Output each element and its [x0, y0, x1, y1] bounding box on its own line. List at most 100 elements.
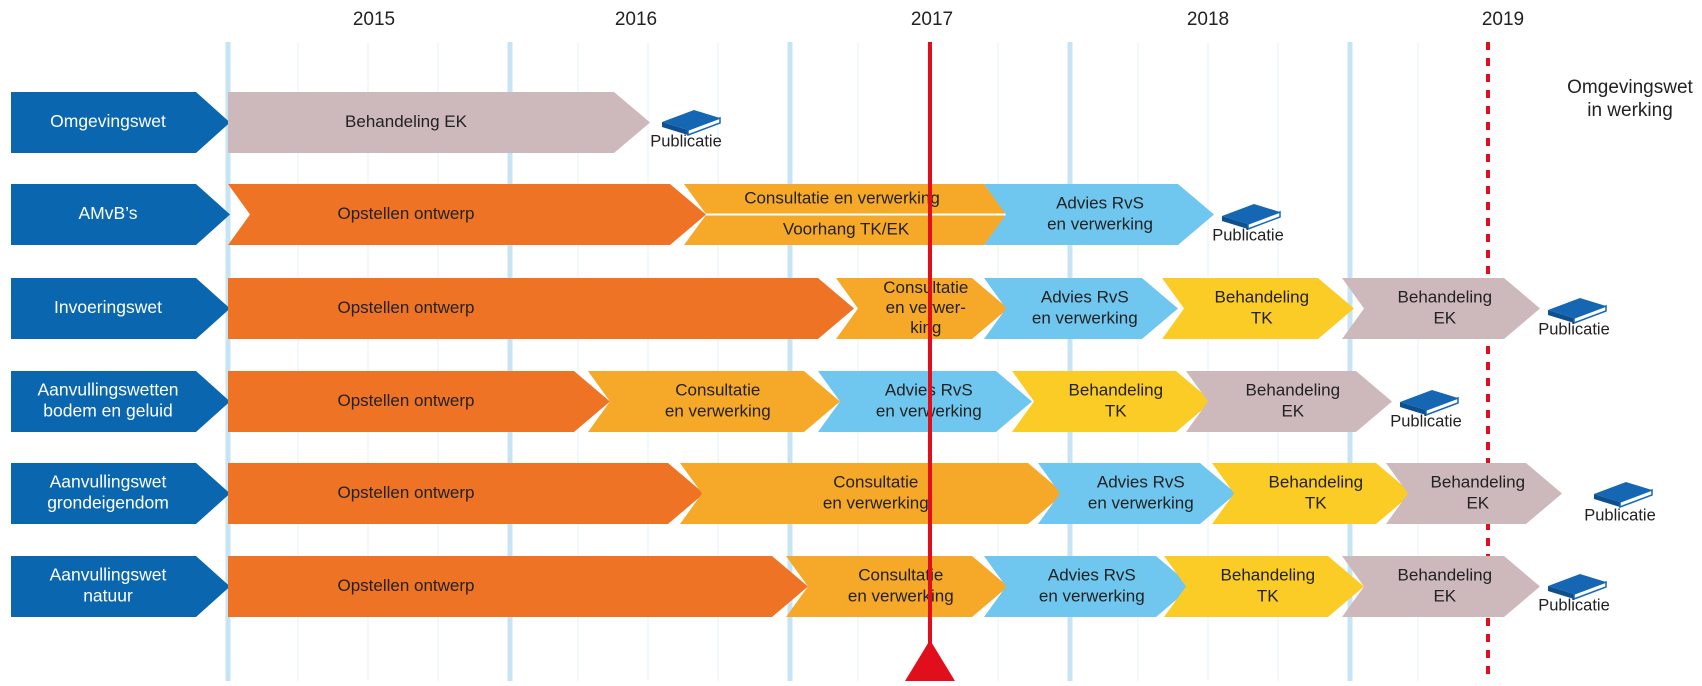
phase-behandeling_ek [1186, 371, 1392, 432]
year-gridline [507, 42, 513, 681]
phase-text: Behandeling [1398, 565, 1493, 584]
phase-text: EK [1466, 493, 1489, 512]
phase-text: TK [1305, 493, 1327, 512]
phase-text: TK [1251, 308, 1273, 327]
phase-text: EK [1433, 308, 1456, 327]
row-label-text: Aanvullingswetten [37, 380, 178, 400]
phase-text: en verwerking [665, 401, 771, 420]
phase-text: Behandeling [1398, 287, 1493, 306]
book-cover [1222, 204, 1280, 224]
book-spine [1594, 494, 1620, 507]
phase-text: TK [1105, 401, 1127, 420]
phase-text: en verwerking [848, 586, 954, 605]
book-spine [1400, 402, 1426, 415]
phase-text: Consultatie [858, 565, 943, 584]
phase-advies [984, 278, 1178, 339]
book-icon [662, 110, 721, 137]
phase-opstellen [228, 278, 854, 339]
phase-text: TK [1257, 586, 1279, 605]
row-label-shape [11, 278, 230, 339]
year-label: 2016 [615, 9, 657, 30]
phase-text: Behandeling EK [345, 112, 468, 131]
phase-text: Behandeling [1431, 472, 1526, 491]
phase-text: en verwerking [823, 493, 929, 512]
year-gridline [1347, 42, 1353, 681]
year-gridline [1067, 42, 1073, 681]
phase-text: en verwer- [886, 298, 966, 317]
phase-text: EK [1433, 586, 1456, 605]
publication-label: Publicatie [1538, 596, 1610, 614]
book-pages [1247, 210, 1281, 231]
row-label-shape [11, 463, 230, 524]
phase-text: Consultatie en verwerking [744, 188, 940, 207]
book-icon [1400, 390, 1459, 417]
phase-behandeling_ek [228, 92, 650, 153]
book-icon [1548, 574, 1607, 601]
milestone-label-line: in werking [1587, 100, 1673, 121]
phase-opstellen [228, 184, 706, 245]
phase-voorhang [684, 215, 1006, 245]
phase-text: en verwerking [1088, 493, 1194, 512]
phase-opstellen [228, 556, 808, 617]
book-pages [1619, 488, 1653, 509]
book-cover [1548, 574, 1606, 594]
phase-text: Opstellen ontwerp [337, 483, 474, 502]
phase-behandeling_ek [1342, 556, 1540, 617]
book-icon [1594, 482, 1653, 509]
phase-text: Consultatie [883, 278, 968, 297]
book-pages [1573, 304, 1607, 325]
phase-text: Opstellen ontwerp [337, 204, 474, 223]
publication-label: Publicatie [1212, 226, 1284, 244]
publication-label: Publicatie [650, 132, 722, 150]
phase-behandeling_tk [1012, 371, 1212, 432]
phase-advies [984, 556, 1192, 617]
row-label-shape [11, 371, 230, 432]
row-label-text: Aanvullingswet [50, 472, 167, 492]
year-gridline [225, 42, 231, 681]
row-label-text: natuur [83, 586, 133, 606]
row-label-text: AMvB’s [79, 203, 138, 223]
phase-behandeling_tk [1212, 463, 1412, 524]
book-spine [1548, 310, 1574, 323]
book-pages [1573, 580, 1607, 601]
phase-text: Advies RvS [1041, 287, 1129, 306]
phase-consultatie [588, 371, 840, 432]
phase-opstellen [228, 371, 610, 432]
row-label: Omgevingswet [11, 92, 230, 153]
phase-consultatie [684, 184, 1006, 214]
book-icon [1222, 204, 1281, 231]
phase-text: Opstellen ontwerp [337, 391, 474, 410]
phase-text: Advies RvS [1056, 193, 1144, 212]
phase-text: Consultatie [833, 472, 918, 491]
book-spine [662, 122, 688, 135]
phase-text: Behandeling [1215, 287, 1310, 306]
phase-behandeling_ek [1386, 463, 1562, 524]
publication-label: Publicatie [1390, 412, 1462, 430]
publication-label: Publicatie [1584, 506, 1656, 524]
row-label-text: grondeigendom [47, 493, 169, 513]
row-2: AMvB’s Opstellen ontwerp Consultatie en ve… [11, 184, 1284, 245]
phase-behandeling_ek [1342, 278, 1540, 339]
today-marker [905, 640, 955, 681]
row-label-text: Omgevingswet [50, 111, 166, 131]
phase-advies [984, 184, 1214, 245]
year-gridline [787, 42, 793, 681]
row-label-text: Aanvullingswet [50, 565, 167, 585]
row-1: Omgevingswet Behandeling EK Publicatie [11, 92, 722, 153]
row-label-shape [11, 92, 230, 153]
book-pages [687, 116, 721, 137]
book-pages [1425, 396, 1459, 417]
milestone-label-line: Omgevingswet [1567, 77, 1693, 98]
book-cover [662, 110, 720, 130]
phase-text: Behandeling [1069, 380, 1164, 399]
